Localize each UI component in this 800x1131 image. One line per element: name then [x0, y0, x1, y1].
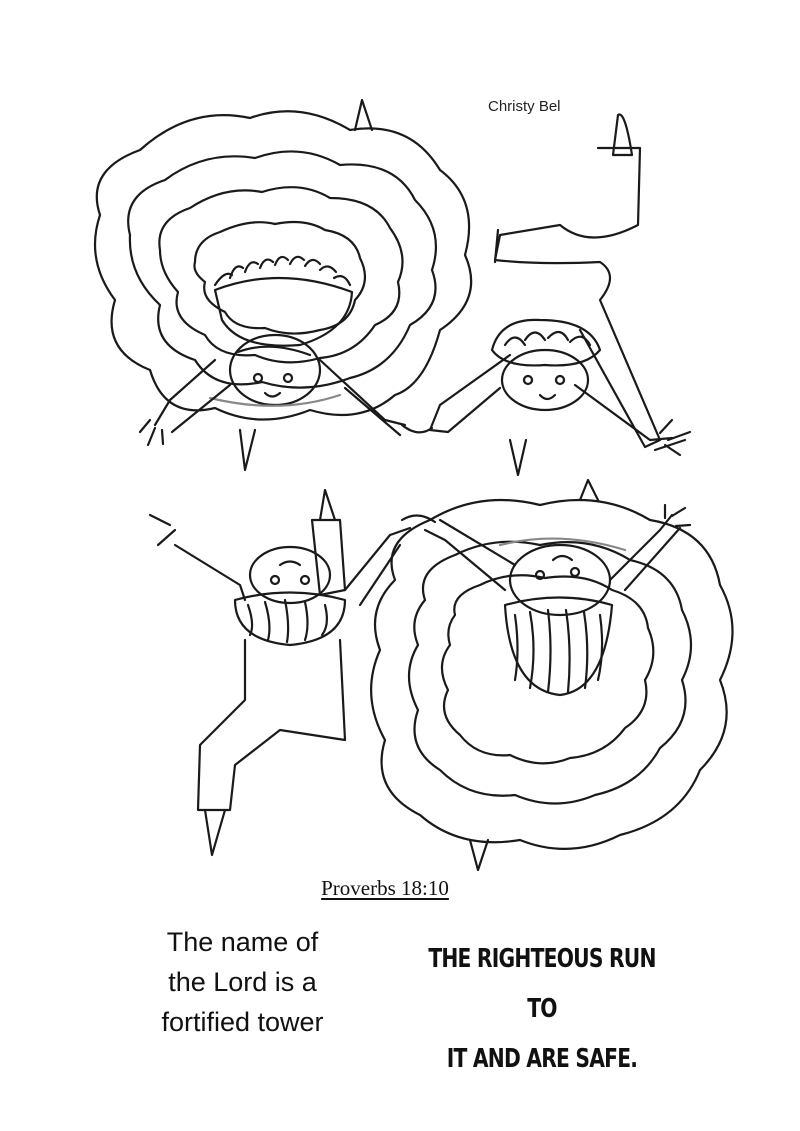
mouth [538, 393, 557, 401]
foot-top [318, 488, 337, 522]
hair-strands [213, 255, 352, 287]
girl-bottom-right [370, 478, 734, 872]
boy-bottom-left [148, 488, 412, 857]
arm-right [608, 513, 682, 592]
hair-mass [213, 276, 354, 347]
hair-curls [503, 330, 592, 347]
artist-signature: Christy Bel [488, 98, 561, 115]
foot-top [578, 478, 600, 502]
eye-left [522, 374, 534, 386]
eye-right [282, 372, 294, 384]
skirt-wave-3 [158, 186, 404, 364]
hair-strands [246, 598, 329, 644]
arm-left [423, 518, 517, 592]
foot-top-right [611, 113, 634, 157]
arm-left [153, 358, 232, 434]
arm-right [318, 358, 407, 437]
skirt-wave-4 [193, 220, 367, 335]
hair [233, 591, 347, 647]
eye-left [252, 372, 264, 384]
hair [490, 318, 602, 367]
held-hands [400, 514, 437, 524]
girl-top-left [93, 98, 473, 472]
verse-left-line: fortified tower [161, 1007, 324, 1037]
skirt-wave-2 [408, 540, 692, 805]
skirt-outer-wave [93, 110, 473, 421]
skirt-outer-wave [370, 498, 734, 850]
eye-right [299, 574, 311, 586]
face [248, 545, 332, 605]
eye-right [554, 374, 566, 386]
body-legs [196, 638, 347, 812]
arm-left [428, 353, 512, 434]
waistband [208, 393, 342, 407]
face [500, 348, 590, 412]
arm-right [573, 383, 687, 452]
hair-strands [513, 608, 604, 694]
foot-bottom [238, 428, 257, 472]
hair-fringe [236, 345, 312, 357]
verse-left-line: the Lord is a [168, 967, 317, 997]
hand-left [138, 418, 165, 447]
mouth [551, 554, 574, 562]
hip [493, 228, 500, 264]
foot-bottom [203, 808, 227, 857]
waistband [498, 537, 627, 552]
foot-bottom [468, 838, 490, 872]
skirt-wave-3 [440, 574, 655, 765]
arm-left [148, 513, 247, 602]
verse-left-line: The name of [166, 927, 319, 957]
eye-right [569, 566, 581, 578]
mouth [263, 391, 282, 398]
skirt-wave-2 [127, 150, 437, 389]
hair [503, 596, 614, 697]
bible-reference: Proverbs 18:10 [321, 876, 449, 900]
hand-right [658, 418, 692, 457]
hand-right [663, 503, 692, 528]
foot-bottom [508, 438, 528, 477]
body-legs [493, 146, 662, 449]
eye-left [269, 574, 281, 586]
verse-right: THE RIGHTEOUS RUN TO IT AND ARE SAFE. [425, 934, 659, 1084]
held-hands [400, 423, 434, 434]
verse-right-line: THE RIGHTEOUS RUN TO [428, 944, 656, 1024]
boy-top-right [400, 113, 692, 477]
verse-left: The name of the Lord is a fortified towe… [120, 922, 365, 1042]
foot-top [353, 98, 374, 132]
verse-right-line: IT AND ARE SAFE. [446, 1044, 638, 1074]
mouth [278, 560, 302, 567]
eye-left [534, 569, 546, 581]
